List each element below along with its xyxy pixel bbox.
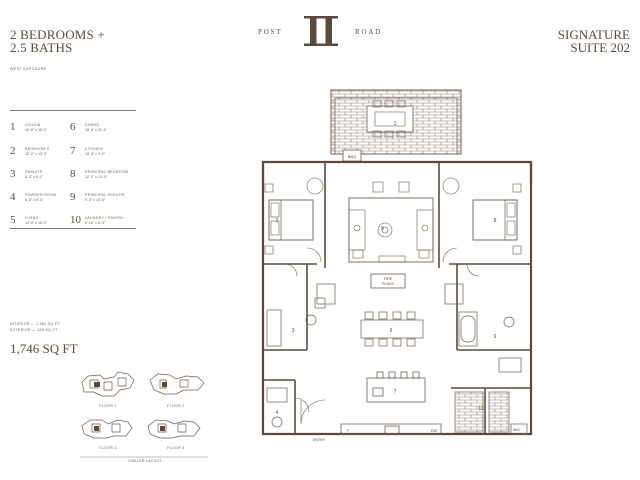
- room-item-living: 5 LIVING 14'-0" x 16'-2": [10, 214, 70, 232]
- room-name: POWDER ROOM: [25, 193, 57, 197]
- room-number: 7: [70, 145, 76, 157]
- logo-word-left: POST: [258, 28, 283, 36]
- room-item-bedroom-2: 2 BEDROOM 2 10'-2" x 13'-0": [10, 145, 70, 163]
- room-list-rule-bottom: [10, 228, 136, 229]
- room-item-dining: 6 DINING 18'-0" x 11'-4": [70, 121, 130, 139]
- room-item-laundry-pantry: 10 LAUNDRY / PANTRY 6'-10" x 6'-3": [70, 214, 130, 232]
- room-dimensions: 10'-2" x 13'-0": [25, 152, 48, 156]
- room-marker: 9: [494, 334, 497, 340]
- room-dimensions: 18'-0" x 11'-4": [85, 128, 107, 132]
- entry-label: ENTRY: [313, 438, 326, 442]
- fridge-label: F: [347, 429, 350, 433]
- room-marker: 7: [394, 389, 397, 395]
- room-name: PRINCIPAL ENSUITE: [85, 193, 126, 197]
- key-plan: FLOOR 1 FLOOR 2 FLOOR 3 FLOOR 4 SIMILAR …: [80, 366, 210, 463]
- room-item-loggia: 1 LOGGIA 16'-8" x 10'-2": [10, 121, 70, 139]
- similar-layout-caption: SIMILAR LAYOUT: [115, 459, 175, 463]
- suite-line-1: SIGNATURE: [557, 27, 630, 42]
- unit-type: 2 BEDROOMS + 2.5 BATHS: [10, 28, 105, 54]
- room-dimensions: 16'-3" x 9'-2": [85, 152, 106, 156]
- room-marker: 3: [292, 328, 295, 334]
- room-name: ENSUITE: [25, 170, 43, 174]
- fireplace-label-2: PLACE: [382, 282, 394, 286]
- post-road-logo: [304, 16, 338, 46]
- room-number: 8: [70, 168, 76, 180]
- room-dimensions: 12'-2" x 13'-0": [85, 175, 108, 179]
- room-marker: 5: [381, 226, 384, 232]
- floor-plan-drawing: BBQ: [261, 89, 533, 442]
- room-number: 1: [10, 121, 16, 133]
- room-dimensions: 14'-0" x 16'-2": [25, 221, 48, 225]
- room-name: DINING: [85, 123, 100, 127]
- room-list-rule-top: [10, 110, 136, 111]
- room-item-powder-room: 4 POWDER ROOM 5'-8" x 6'-3": [10, 191, 70, 209]
- room-name: LOGGIA: [25, 123, 41, 127]
- room-number: 10: [70, 214, 81, 226]
- key-plan-drawing: [80, 371, 208, 458]
- logo-word-right: ROAD: [355, 28, 383, 36]
- room-dimensions: 16'-8" x 10'-2": [25, 128, 48, 132]
- bbq-label: BBQ: [348, 154, 356, 159]
- fireplace-label: FIRE: [384, 277, 393, 281]
- room-name: LIVING: [25, 216, 39, 220]
- room-item-ensuite: 3 ENSUITE 8'-3" x 6'-1": [10, 168, 70, 186]
- baths-label: 2.5 BATHS: [10, 40, 73, 55]
- room-marker: 1: [394, 121, 397, 127]
- logo-mark-icon: [304, 16, 338, 46]
- room-marker: 10: [478, 406, 484, 412]
- suite-line-2: SUITE 202: [570, 40, 630, 55]
- room-name: KITCHEN: [85, 147, 103, 151]
- room-dimensions: 5'-8" x 6'-3": [25, 198, 44, 202]
- room-number: 4: [10, 191, 16, 203]
- room-item-principal-bedroom: 8 PRINCIPAL BEDROOM 12'-2" x 13'-0": [70, 168, 130, 186]
- room-number: 3: [10, 168, 16, 180]
- key-floor-label: FLOOR 3: [99, 446, 117, 450]
- room-item-principal-ensuite: 9 PRINCIPAL ENSUITE 9'-4" x 10'-5": [70, 191, 130, 209]
- room-marker: 4: [276, 410, 279, 416]
- room-marker: 6: [390, 328, 393, 334]
- key-floor-label: FLOOR 1: [99, 404, 117, 408]
- interior-area: INTERIOR — 1,581 SQ FT: [10, 322, 60, 326]
- room-number: 9: [70, 191, 76, 203]
- room-number: 5: [10, 214, 16, 226]
- room-marker: 2: [276, 218, 279, 224]
- suite-title: SIGNATURE SUITE 202: [558, 28, 630, 54]
- washer-label: W/D: [513, 428, 520, 432]
- room-name: LAUNDRY / PANTRY: [85, 216, 125, 220]
- exterior-area: EXTERIOR — 165 SQ FT: [10, 328, 58, 332]
- room-number: 6: [70, 121, 76, 133]
- floor-plan: BBQ: [255, 88, 535, 444]
- room-number: 2: [10, 145, 16, 157]
- key-floor-label: FLOOR 2: [167, 404, 185, 408]
- room-name: PRINCIPAL BEDROOM: [85, 170, 129, 174]
- key-floor-label: FLOOR 4: [167, 446, 185, 450]
- total-area: 1,746 SQ FT: [10, 341, 78, 356]
- dishwasher-label: DW: [431, 429, 438, 433]
- room-name: BEDROOM 2: [25, 147, 50, 151]
- exposure-label: WEST EXPOSURE: [10, 67, 47, 71]
- room-marker: 8: [494, 218, 497, 224]
- room-dimensions: 9'-4" x 10'-5": [85, 198, 106, 202]
- room-dimensions: 8'-3" x 6'-1": [25, 175, 44, 179]
- bedrooms-label: 2 BEDROOMS +: [10, 27, 105, 42]
- room-dimensions: 6'-10" x 6'-3": [85, 221, 106, 225]
- room-item-kitchen: 7 KITCHEN 16'-3" x 9'-2": [70, 145, 130, 163]
